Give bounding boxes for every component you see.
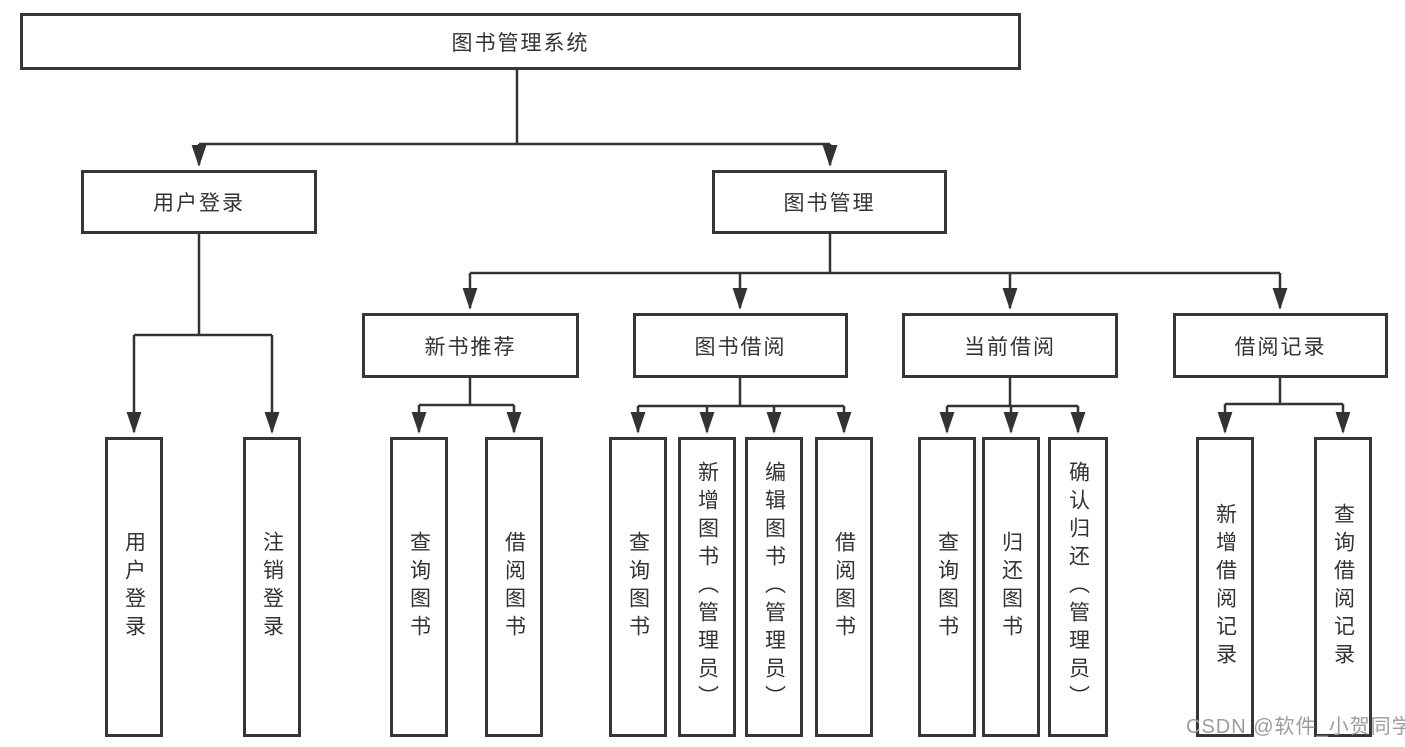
node-root: 图书管理系统 <box>20 13 1021 70</box>
node-user-login: 用户登录 <box>81 170 317 234</box>
leaf-logout: 注销登录 <box>243 437 301 737</box>
leaf-query-borrow-record: 查询借阅记录 <box>1314 437 1372 737</box>
leaf-add-borrow-record-label: 新增借阅记录 <box>1213 503 1237 671</box>
node-user-login-label: 用户登录 <box>153 192 245 215</box>
leaf-query-book-borrow: 查询图书 <box>609 437 667 737</box>
leaf-edit-book-admin: 编辑图书（管理员） <box>745 437 803 737</box>
leaf-user-login-label: 用户登录 <box>122 531 146 643</box>
leaf-return-book-label: 归还图书 <box>999 531 1023 643</box>
node-new-book-recommend: 新书推荐 <box>362 313 579 378</box>
node-book-management-label: 图书管理 <box>783 192 876 215</box>
node-borrow-record: 借阅记录 <box>1173 313 1388 378</box>
leaf-query-book-current: 查询图书 <box>918 437 976 737</box>
leaf-add-borrow-record: 新增借阅记录 <box>1196 437 1254 737</box>
leaf-add-book-admin-label: 新增图书（管理员） <box>695 461 719 713</box>
leaf-query-book-borrow-label: 查询图书 <box>626 531 650 643</box>
leaf-borrow-book-borrow-label: 借阅图书 <box>832 531 856 643</box>
node-current-borrow-label: 当前借阅 <box>964 335 1056 359</box>
leaf-query-book-current-label: 查询图书 <box>935 531 959 643</box>
node-book-borrow-label: 图书借阅 <box>694 335 787 359</box>
leaf-borrow-book-borrow: 借阅图书 <box>815 437 873 737</box>
leaf-query-book-newbook: 查询图书 <box>390 437 448 737</box>
node-new-book-recommend-label: 新书推荐 <box>424 335 517 359</box>
leaf-edit-book-admin-label: 编辑图书（管理员） <box>762 461 786 713</box>
csdn-watermark: CSDN @软件_小贺同学 <box>1186 716 1405 738</box>
node-borrow-record-label: 借阅记录 <box>1234 335 1327 359</box>
leaf-query-book-newbook-label: 查询图书 <box>407 531 431 643</box>
leaf-user-login: 用户登录 <box>105 437 163 737</box>
leaf-logout-label: 注销登录 <box>260 531 284 643</box>
leaf-query-borrow-record-label: 查询借阅记录 <box>1331 503 1355 671</box>
leaf-return-book: 归还图书 <box>982 437 1040 737</box>
leaf-confirm-return-admin-label: 确认归还（管理员） <box>1066 461 1090 713</box>
leaf-borrow-book-newbook-label: 借阅图书 <box>502 531 526 643</box>
leaf-confirm-return-admin: 确认归还（管理员） <box>1048 437 1108 737</box>
leaf-add-book-admin: 新增图书（管理员） <box>678 437 736 737</box>
node-current-borrow: 当前借阅 <box>902 313 1118 378</box>
leaf-borrow-book-newbook: 借阅图书 <box>485 437 543 737</box>
node-book-management: 图书管理 <box>712 170 947 234</box>
node-book-borrow: 图书借阅 <box>633 313 848 378</box>
node-root-label: 图书管理系统 <box>451 31 590 55</box>
